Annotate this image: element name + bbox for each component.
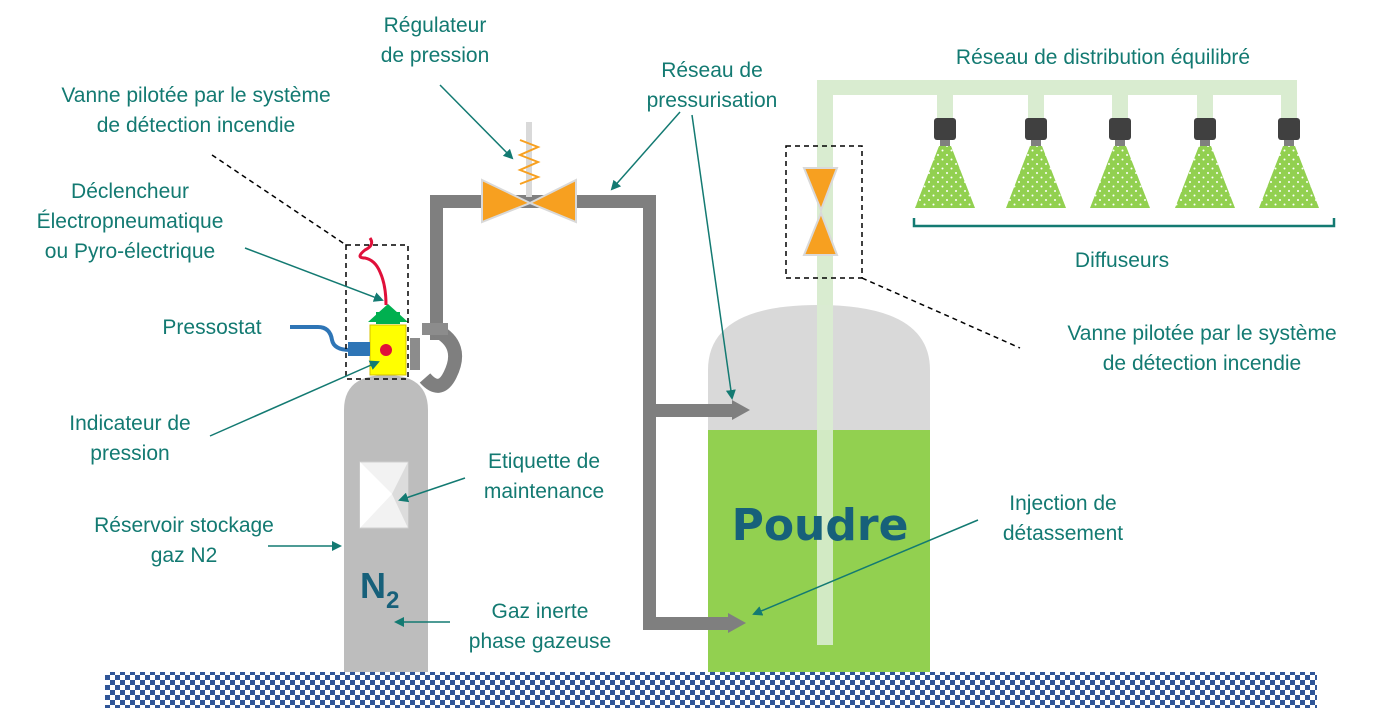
label-line: Réseau de xyxy=(661,59,763,82)
diffuser-nozzle xyxy=(1278,118,1300,140)
pressurisation-pipe xyxy=(430,195,750,633)
diffuser-nozzle xyxy=(1109,118,1131,140)
vanne-right-leader xyxy=(861,277,1021,349)
label-line: pression xyxy=(90,442,169,465)
label-reseau-distrib: Réseau de distribution équilibré xyxy=(956,46,1250,69)
diffuser-spray xyxy=(915,146,975,208)
label-line: Gaz inerte xyxy=(492,600,589,623)
label-indicateur: Indicateur de pression xyxy=(69,412,190,465)
label-line: Déclencheur xyxy=(71,180,189,203)
pressure-regulator xyxy=(481,122,577,224)
distribution-valve xyxy=(802,167,839,256)
label-line: Indicateur de xyxy=(69,412,190,435)
label-line: Électropneumatique xyxy=(37,210,224,233)
label-vanne-right: Vanne pilotée par le système de détection… xyxy=(1067,322,1336,375)
valve-head-box xyxy=(345,244,409,380)
diffuser xyxy=(1259,118,1319,208)
label-line: Injection de xyxy=(1009,492,1116,515)
label-gaz-inerte: Gaz inerte phase gazeuse xyxy=(469,600,611,653)
tank-label: Poudre xyxy=(732,500,909,551)
label-line: de pression xyxy=(381,44,490,67)
powder-tank xyxy=(708,305,930,672)
label-line: gaz N2 xyxy=(151,544,218,567)
diffuser-spray xyxy=(1090,146,1150,208)
vanne-left-leader xyxy=(211,154,347,246)
diffuser-neck xyxy=(940,140,950,146)
label-line: Vanne pilotée par le système xyxy=(61,84,330,107)
diffuser-neck xyxy=(1031,140,1041,146)
label-pressostat: Pressostat xyxy=(162,316,261,339)
valve-head xyxy=(348,304,408,376)
label-vanne-left: Vanne pilotée par le système de détection… xyxy=(61,84,330,137)
maintenance-tag xyxy=(359,461,409,529)
floor xyxy=(105,672,1317,708)
label-reseau-press: Réseau de pressurisation xyxy=(647,59,778,112)
label-etiquette: Etiquette de maintenance xyxy=(484,450,604,503)
diffuser-neck xyxy=(1200,140,1210,146)
diffuser xyxy=(1175,118,1235,208)
label-reservoir: Réservoir stockage gaz N2 xyxy=(94,514,274,567)
annotation-arrows xyxy=(209,84,979,627)
diffusers xyxy=(915,118,1319,208)
label-line: Diffuseurs xyxy=(1075,249,1169,272)
label-line: Réseau de distribution équilibré xyxy=(956,46,1250,69)
diffuser-spray xyxy=(1259,146,1319,208)
label-injection: Injection de détassement xyxy=(1003,492,1123,545)
label-line: Réservoir stockage xyxy=(94,514,274,537)
diffuser-nozzle xyxy=(1194,118,1216,140)
label-line: Régulateur xyxy=(384,14,487,37)
label-line: de détection incendie xyxy=(97,114,296,137)
label-line: phase gazeuse xyxy=(469,630,611,653)
pipe-connector xyxy=(410,323,463,393)
cylinder-symbol: N2 xyxy=(360,565,399,614)
distribution-valve-box xyxy=(785,145,863,279)
diffuser-nozzle xyxy=(934,118,956,140)
label-line: maintenance xyxy=(484,480,604,503)
label-regulateur: Régulateur de pression xyxy=(381,14,490,67)
label-line: Pressostat xyxy=(162,316,261,339)
label-line: pressurisation xyxy=(647,89,778,112)
diffuser-bracket xyxy=(912,218,1336,228)
diffuser-neck xyxy=(1284,140,1294,146)
trigger-wire xyxy=(358,237,388,306)
label-diffuseurs: Diffuseurs xyxy=(1075,249,1169,272)
diffuser-neck xyxy=(1115,140,1125,146)
label-line: de détection incendie xyxy=(1103,352,1302,375)
pressostat-wire xyxy=(290,325,351,352)
label-line: détassement xyxy=(1003,522,1123,545)
label-line: Vanne pilotée par le système xyxy=(1067,322,1336,345)
label-line: Etiquette de xyxy=(488,450,600,473)
diffuser-spray xyxy=(1006,146,1066,208)
diffuser xyxy=(1006,118,1066,208)
diffuser-spray xyxy=(1175,146,1235,208)
diffuser xyxy=(1090,118,1150,208)
diffuser xyxy=(915,118,975,208)
label-line: ou Pyro-électrique xyxy=(45,240,215,263)
diffuser-nozzle xyxy=(1025,118,1047,140)
